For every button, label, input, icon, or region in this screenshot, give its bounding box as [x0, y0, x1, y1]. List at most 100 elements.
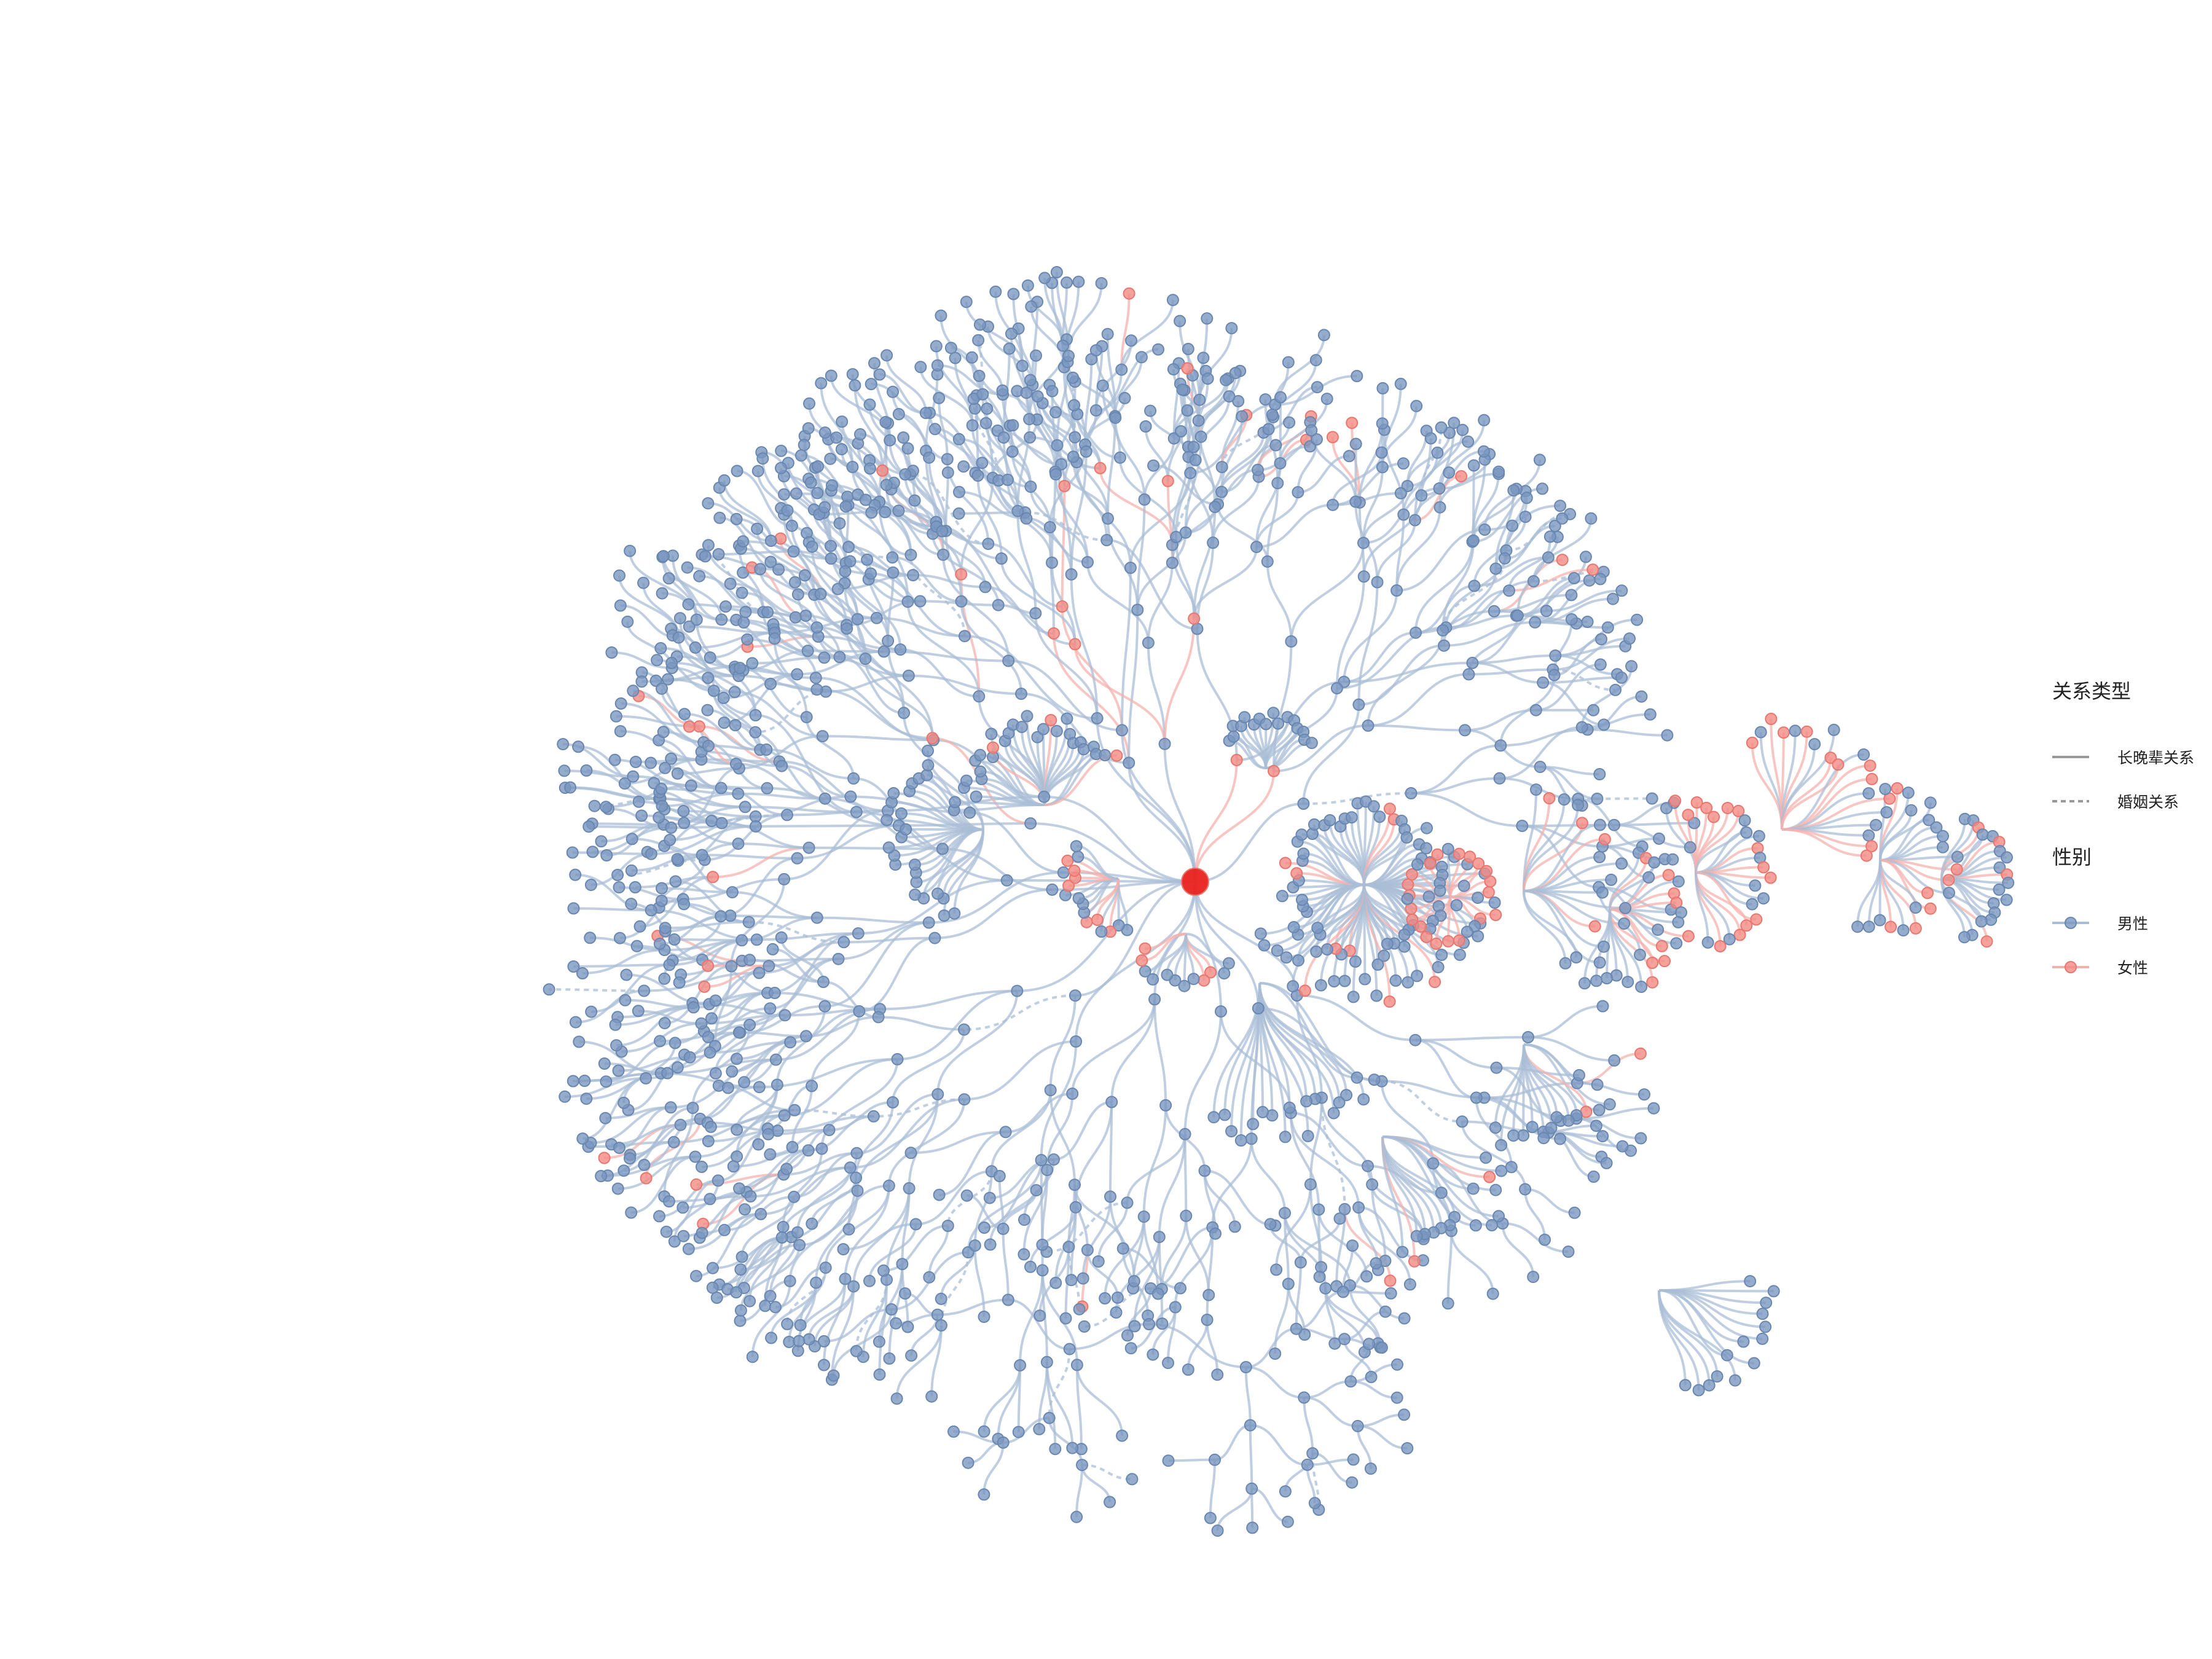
male-person-node[interactable]: [1178, 979, 1191, 992]
male-person-node[interactable]: [1789, 724, 1802, 737]
male-person-node[interactable]: [683, 620, 696, 633]
male-person-node[interactable]: [1581, 616, 1594, 628]
male-person-node[interactable]: [1046, 883, 1059, 896]
male-person-node[interactable]: [585, 1005, 598, 1018]
male-person-node[interactable]: [1099, 749, 1112, 761]
male-person-node[interactable]: [824, 452, 837, 465]
male-person-node[interactable]: [1162, 1454, 1175, 1467]
male-person-node[interactable]: [1300, 1095, 1313, 1108]
male-person-node[interactable]: [572, 740, 585, 753]
male-person-node[interactable]: [922, 759, 935, 772]
male-person-node[interactable]: [1363, 1338, 1375, 1351]
female-person-node[interactable]: [1777, 726, 1790, 739]
male-person-node[interactable]: [1666, 853, 1679, 866]
female-person-node[interactable]: [1721, 802, 1734, 814]
male-person-node[interactable]: [609, 1018, 622, 1031]
male-person-node[interactable]: [1684, 841, 1696, 853]
male-person-node[interactable]: [1271, 477, 1284, 490]
male-person-node[interactable]: [1371, 576, 1384, 589]
male-person-node[interactable]: [818, 1359, 830, 1371]
male-person-node[interactable]: [897, 431, 910, 444]
male-person-node[interactable]: [1587, 704, 1600, 716]
male-person-node[interactable]: [865, 506, 878, 519]
male-person-node[interactable]: [559, 1090, 571, 1103]
male-person-node[interactable]: [1467, 459, 1480, 472]
male-person-node[interactable]: [1201, 372, 1214, 385]
root-person-node[interactable]: [1181, 868, 1209, 896]
male-person-node[interactable]: [1603, 1098, 1616, 1111]
male-person-node[interactable]: [1276, 890, 1288, 903]
male-person-node[interactable]: [1596, 1000, 1609, 1013]
male-person-node[interactable]: [764, 1148, 777, 1161]
male-person-node[interactable]: [1143, 1318, 1155, 1330]
male-person-node[interactable]: [780, 1163, 793, 1175]
male-person-node[interactable]: [1161, 968, 1174, 981]
male-person-node[interactable]: [1615, 584, 1628, 597]
male-person-node[interactable]: [682, 1242, 695, 1255]
male-person-node[interactable]: [1711, 1370, 1724, 1383]
male-person-node[interactable]: [1405, 787, 1418, 799]
male-person-node[interactable]: [1937, 830, 1949, 842]
male-person-node[interactable]: [1179, 1128, 1191, 1140]
female-person-node[interactable]: [1714, 940, 1727, 952]
male-person-node[interactable]: [802, 1144, 815, 1157]
male-person-node[interactable]: [771, 1078, 783, 1091]
male-person-node[interactable]: [1593, 768, 1606, 780]
male-person-node[interactable]: [1279, 1207, 1291, 1220]
male-person-node[interactable]: [1583, 574, 1596, 587]
male-person-node[interactable]: [1274, 457, 1287, 469]
male-person-node[interactable]: [1046, 556, 1058, 569]
male-person-node[interactable]: [1193, 393, 1206, 406]
male-person-node[interactable]: [584, 931, 597, 944]
male-person-node[interactable]: [1061, 712, 1073, 725]
male-person-node[interactable]: [696, 849, 708, 861]
male-person-node[interactable]: [1043, 1411, 1056, 1424]
male-person-node[interactable]: [1147, 973, 1159, 986]
male-person-node[interactable]: [979, 581, 992, 594]
male-person-node[interactable]: [751, 465, 764, 477]
male-person-node[interactable]: [1486, 1287, 1499, 1300]
male-person-node[interactable]: [847, 772, 860, 785]
male-person-node[interactable]: [1313, 1271, 1326, 1283]
male-person-node[interactable]: [718, 716, 731, 729]
male-person-node[interactable]: [689, 1150, 702, 1163]
male-person-node[interactable]: [859, 653, 872, 665]
male-person-node[interactable]: [613, 931, 626, 944]
male-person-node[interactable]: [1198, 1164, 1211, 1177]
male-person-node[interactable]: [902, 669, 915, 682]
male-person-node[interactable]: [971, 469, 984, 482]
male-person-node[interactable]: [1269, 439, 1282, 452]
male-person-node[interactable]: [931, 359, 944, 372]
male-person-node[interactable]: [1993, 883, 2006, 896]
male-person-node[interactable]: [1066, 1441, 1079, 1454]
male-person-node[interactable]: [1554, 500, 1567, 512]
female-person-node[interactable]: [1482, 886, 1495, 899]
male-person-node[interactable]: [1244, 1419, 1257, 1432]
male-person-node[interactable]: [1104, 1190, 1116, 1203]
male-person-node[interactable]: [664, 834, 677, 846]
male-person-node[interactable]: [721, 1081, 734, 1094]
male-person-node[interactable]: [798, 569, 811, 582]
male-person-node[interactable]: [1368, 1073, 1381, 1086]
male-person-node[interactable]: [1211, 1524, 1224, 1537]
male-person-node[interactable]: [1246, 1521, 1259, 1534]
female-person-node[interactable]: [1634, 1047, 1647, 1060]
male-person-node[interactable]: [1314, 979, 1327, 992]
male-person-node[interactable]: [1180, 1209, 1193, 1222]
male-person-node[interactable]: [825, 539, 837, 552]
female-person-node[interactable]: [1865, 840, 1878, 853]
male-person-node[interactable]: [844, 1161, 857, 1174]
male-person-node[interactable]: [803, 397, 815, 410]
female-person-node[interactable]: [698, 980, 711, 993]
female-person-node[interactable]: [1431, 848, 1444, 861]
male-person-node[interactable]: [1069, 1179, 1081, 1191]
male-person-node[interactable]: [1065, 1274, 1078, 1287]
male-person-node[interactable]: [898, 707, 911, 720]
male-person-node[interactable]: [690, 1269, 702, 1282]
male-person-node[interactable]: [887, 385, 899, 398]
male-person-node[interactable]: [709, 1067, 722, 1080]
male-person-node[interactable]: [1431, 446, 1444, 459]
male-person-node[interactable]: [1615, 671, 1628, 684]
male-person-node[interactable]: [669, 875, 682, 888]
male-person-node[interactable]: [1191, 622, 1204, 635]
